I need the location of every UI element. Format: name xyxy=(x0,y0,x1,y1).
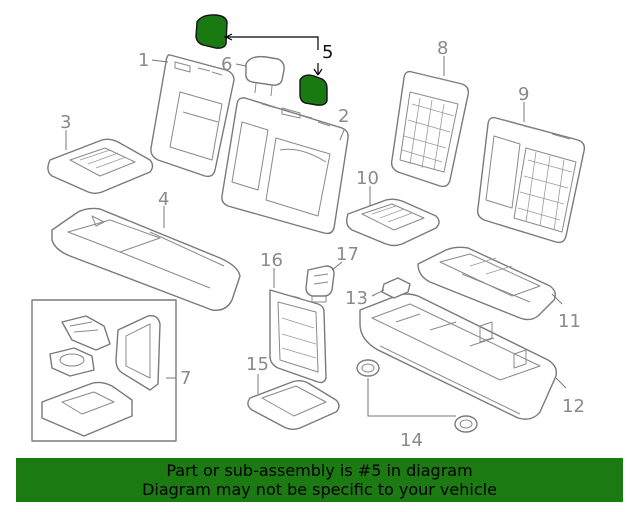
callout-11: 11 xyxy=(558,311,581,332)
callout-9: 9 xyxy=(518,84,529,105)
callout-8: 8 xyxy=(437,38,448,59)
part-3-cushion-left[interactable] xyxy=(47,138,154,194)
part-8-seat-frame[interactable] xyxy=(390,70,470,188)
callout-13: 13 xyxy=(345,288,368,309)
callout-15: 15 xyxy=(246,354,269,375)
part-6-center-headrest[interactable] xyxy=(245,55,285,97)
callout-7: 7 xyxy=(180,368,191,389)
callout-6: 6 xyxy=(221,54,232,75)
banner-line-2: Diagram may not be specific to your vehi… xyxy=(142,480,497,499)
callout-3: 3 xyxy=(60,112,71,133)
part-12-seat-frame-lower[interactable] xyxy=(359,293,558,420)
part-5-headrests[interactable] xyxy=(195,14,328,106)
part-13-bracket[interactable] xyxy=(381,277,411,299)
part-4-seat-cushion[interactable] xyxy=(51,207,241,311)
info-banner: Part or sub-assembly is #5 in diagram Di… xyxy=(16,458,623,502)
part-15-tray[interactable] xyxy=(247,380,340,430)
part-2-seat-back-right[interactable] xyxy=(221,97,349,235)
callout-1: 1 xyxy=(138,50,149,71)
part-9-seat-frame[interactable] xyxy=(476,116,586,244)
parts-diagram: 5 1 6 2 3 4 xyxy=(31,14,586,451)
part-14-caps[interactable] xyxy=(356,359,478,433)
part-10-cushion-pad[interactable] xyxy=(345,198,440,247)
part-7-components xyxy=(41,314,161,437)
callout-17: 17 xyxy=(336,244,359,265)
banner-line-1: Part or sub-assembly is #5 in diagram xyxy=(166,461,473,480)
headrest-left[interactable] xyxy=(195,14,228,49)
callout-2: 2 xyxy=(338,106,349,127)
part-17-latch[interactable] xyxy=(305,265,335,303)
part-1-seat-back-left[interactable] xyxy=(150,54,235,178)
callout-16: 16 xyxy=(260,250,283,271)
part-16-armrest-frame[interactable] xyxy=(269,289,327,384)
callout-14: 14 xyxy=(400,430,423,451)
callout-12: 12 xyxy=(562,396,585,417)
part-11-seat-cushion[interactable] xyxy=(417,246,557,321)
headrest-right[interactable] xyxy=(299,74,328,106)
callout-4: 4 xyxy=(158,189,169,210)
callout-5: 5 xyxy=(322,42,333,63)
callout-5-leader xyxy=(224,33,323,76)
callout-10: 10 xyxy=(356,168,379,189)
